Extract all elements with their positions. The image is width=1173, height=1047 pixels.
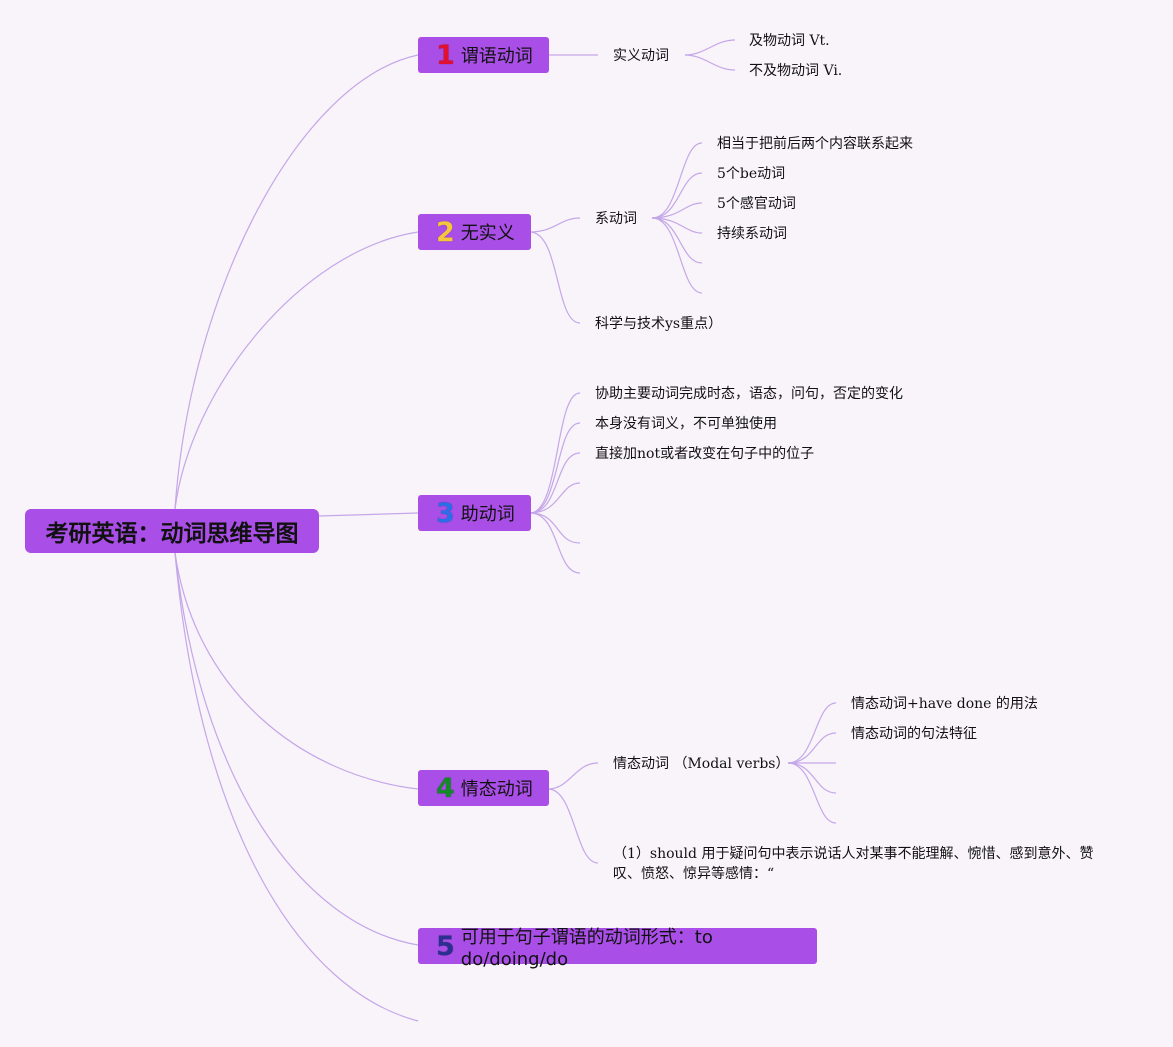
topic-3-number: 3 <box>436 497 455 529</box>
t4-leaf-2[interactable]: 情态动词的句法特征 <box>851 726 977 742</box>
link-root-topic-4 <box>174 552 419 790</box>
topic-4[interactable]: 4 情态动词 <box>418 770 549 806</box>
t1-child-label[interactable]: 实义动词 <box>613 48 669 64</box>
t3-leaf-1[interactable]: 协助主要动词完成时态，语态，问句，否定的变化 <box>595 386 903 402</box>
topic-2-label: 无实义 <box>460 223 515 244</box>
topic-1-label: 谓语动词 <box>460 46 533 67</box>
link-root-topic-5 <box>174 552 419 946</box>
t1-leaf-2[interactable]: 不及物动词 Vi. <box>749 63 843 79</box>
topic-5-label: 可用于句子谓语的动词形式：to do/doing/do <box>460 926 713 970</box>
link-root-topic-3 <box>318 512 419 517</box>
link-root-topic-2 <box>174 231 419 510</box>
t2-leaf-1[interactable]: 相当于把前后两个内容联系起来 <box>717 136 913 152</box>
root-label: 考研英语：动词思维导图 <box>45 521 299 547</box>
t2-child2-label[interactable]: 科学与技术ys重点） <box>595 316 723 332</box>
t2-leaf-2[interactable]: 5个be动词 <box>717 166 786 182</box>
topic-4-label: 情态动词 <box>460 779 533 800</box>
t3-leaf-3[interactable]: 直接加not或者改变在句子中的位子 <box>595 446 815 462</box>
link-root-topic-1 <box>174 54 419 510</box>
topic-1[interactable]: 1 谓语动词 <box>418 37 549 73</box>
topic-3[interactable]: 3 助动词 <box>418 495 531 531</box>
t4-note[interactable]: （1）should 用于疑问句中表示说话人对某事不能理解、惋惜、感到意外、赞叹、… <box>613 846 1094 882</box>
t2-leaf-4[interactable]: 持续系动词 <box>717 226 787 242</box>
t2-leaf-3[interactable]: 5个感官动词 <box>717 196 796 212</box>
topic-4-number: 4 <box>436 772 455 804</box>
t3-leaf-2[interactable]: 本身没有词义，不可单独使用 <box>595 416 777 432</box>
t2-child-label[interactable]: 系动词 <box>595 211 637 227</box>
root-node[interactable]: 考研英语：动词思维导图 <box>25 509 319 553</box>
topic-2[interactable]: 2 无实义 <box>418 214 531 250</box>
t1-leaf-1[interactable]: 及物动词 Vt. <box>749 33 830 49</box>
t4-child-label[interactable]: 情态动词 （Modal verbs） <box>613 756 790 772</box>
link-root-extra <box>174 552 419 1022</box>
topic-5[interactable]: 5 可用于句子谓语的动词形式：to do/doing/do <box>418 927 817 970</box>
topic-5-number: 5 <box>436 930 455 962</box>
topic-1-number: 1 <box>436 39 455 71</box>
topic-3-label: 助动词 <box>460 504 515 525</box>
topic-2-number: 2 <box>436 216 455 248</box>
t4-leaf-1[interactable]: 情态动词+have done 的用法 <box>851 696 1038 712</box>
